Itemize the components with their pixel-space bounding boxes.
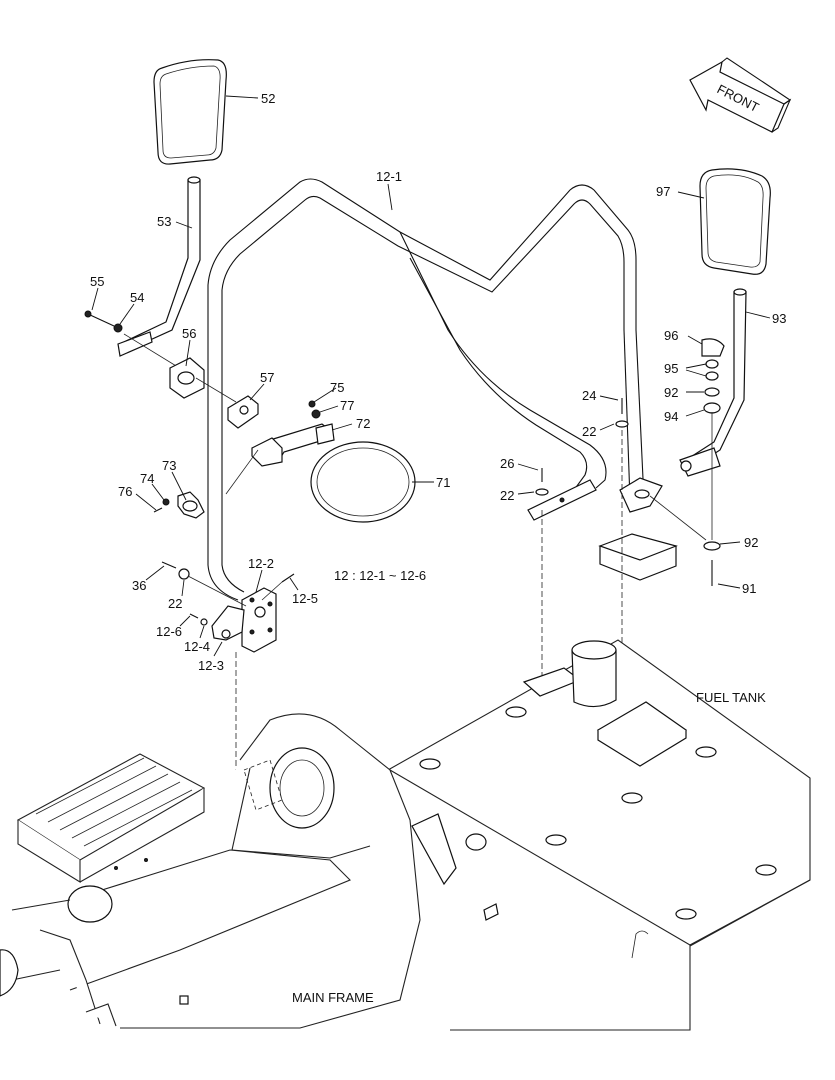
label-75: 75: [330, 380, 344, 395]
label-24: 24: [582, 388, 596, 403]
label-56: 56: [182, 326, 196, 341]
label-22-b: 22: [582, 424, 596, 439]
label-93: 93: [772, 311, 786, 326]
washer-74: [162, 498, 170, 506]
label-96: 96: [664, 328, 678, 343]
label-77: 77: [340, 398, 354, 413]
nuts-95: [705, 359, 719, 381]
fuel-tank-label: FUEL TANK: [696, 690, 766, 705]
main-frame-label: MAIN FRAME: [292, 990, 374, 1005]
bolt-12-6: [189, 613, 199, 619]
label-95: 95: [664, 361, 678, 376]
leader-lines: [91, 95, 771, 657]
label-92-b: 92: [744, 535, 758, 550]
part-labels: 52 53 55 54 56 57 75 77 72 73 74 76 71 1…: [90, 91, 786, 673]
label-26: 26: [500, 456, 514, 471]
label-12-5: 12-5: [292, 591, 318, 606]
mirror-stay-93: [679, 288, 747, 477]
mirror-bracket-72: [251, 423, 335, 467]
mirror-52: [153, 59, 227, 165]
clamp-73: [177, 491, 205, 519]
washer-94: [703, 402, 721, 414]
guard-rail-12-1: [207, 178, 645, 601]
round-mirror-71: [310, 441, 416, 523]
cap-96: [701, 338, 725, 357]
label-53: 53: [157, 214, 171, 229]
bolt-12-5: [281, 573, 295, 583]
label-12-2: 12-2: [248, 556, 274, 571]
bolt-76: [153, 507, 163, 513]
label-94: 94: [664, 409, 678, 424]
label-97: 97: [656, 184, 670, 199]
label-55: 55: [90, 274, 104, 289]
clamp-56: [169, 357, 205, 399]
label-36: 36: [132, 578, 146, 593]
washer-22-b: [615, 420, 629, 428]
front-arrow: FRONT: [689, 57, 792, 133]
label-92-a: 92: [664, 385, 678, 400]
mirror-stay-53: [117, 176, 201, 357]
washer-77: [311, 409, 321, 419]
label-12-4: 12-4: [184, 639, 210, 654]
fuel-tank: [387, 639, 811, 1031]
label-73: 73: [162, 458, 176, 473]
label-72: 72: [356, 416, 370, 431]
label-74: 74: [140, 471, 154, 486]
main-frame: [0, 713, 421, 1029]
bracket-12-2: [241, 587, 277, 653]
washer-54: [113, 323, 123, 333]
label-91: 91: [742, 581, 756, 596]
washer-92-b: [703, 541, 721, 551]
mirror-97: [699, 168, 771, 275]
clamp-57: [227, 395, 259, 429]
rail-base-plate: [598, 477, 678, 581]
washer-92-a: [704, 387, 720, 397]
washer-22-c: [535, 488, 549, 496]
washer-22-a: [178, 568, 190, 580]
label-12-6: 12-6: [156, 624, 182, 639]
bolt-36: [161, 561, 177, 569]
label-22-c: 22: [500, 488, 514, 503]
label-71: 71: [436, 475, 450, 490]
washer-12-4: [200, 618, 208, 626]
nut-75: [308, 400, 316, 408]
bolt-55: [84, 310, 115, 327]
label-12-3: 12-3: [198, 658, 224, 673]
assembly-note: 12 : 12-1 ~ 12-6: [334, 568, 426, 583]
label-22-a: 22: [168, 596, 182, 611]
label-76: 76: [118, 484, 132, 499]
bracket-12-3: [211, 605, 245, 641]
label-52: 52: [261, 91, 275, 106]
label-54: 54: [130, 290, 144, 305]
label-12-1: 12-1: [376, 169, 402, 184]
label-57: 57: [260, 370, 274, 385]
